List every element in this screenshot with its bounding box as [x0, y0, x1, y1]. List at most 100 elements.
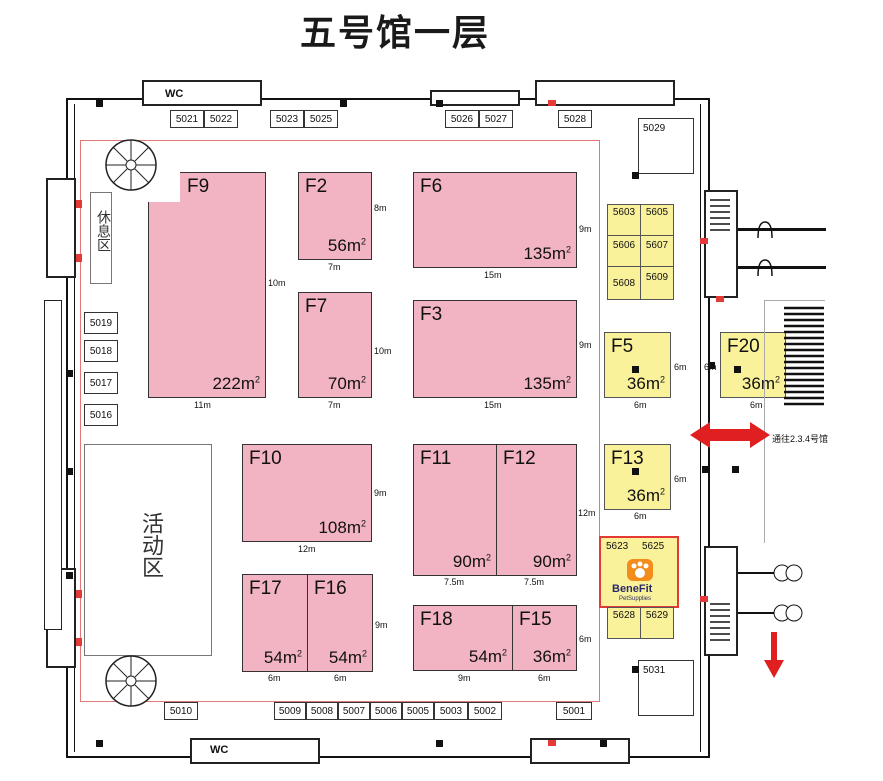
- booth-F2[interactable]: F2 56m2: [298, 172, 372, 260]
- booth-5009[interactable]: 5009: [274, 702, 306, 720]
- fire-marker: [76, 638, 82, 646]
- outer-wall-bottom: [66, 756, 710, 758]
- booth-F7[interactable]: F7 70m2: [298, 292, 372, 398]
- booth-F13[interactable]: F13 36m2: [604, 444, 671, 510]
- escalator-icon: [710, 603, 730, 641]
- booth-F16[interactable]: F16 54m2: [307, 574, 373, 672]
- booth-5017[interactable]: 5017: [84, 372, 118, 394]
- pillar: [734, 366, 741, 373]
- booth-5027[interactable]: 5027: [479, 110, 513, 128]
- booth-5002[interactable]: 5002: [468, 702, 502, 720]
- booth-F15-area: 36m2: [532, 647, 571, 666]
- booth-5019[interactable]: 5019: [84, 312, 118, 334]
- rest-area[interactable]: [90, 192, 112, 284]
- booth-F7-name: F7: [305, 296, 328, 317]
- escalator-icon: [710, 199, 730, 231]
- booth-5609[interactable]: 5609: [640, 266, 674, 300]
- booth-5007[interactable]: 5007: [338, 702, 370, 720]
- booth-5008[interactable]: 5008: [306, 702, 338, 720]
- activity-area[interactable]: [84, 444, 212, 656]
- booth-F17-width: 6m: [268, 673, 281, 683]
- booth-F11-area: 90m2: [452, 552, 491, 571]
- booth-F10-width: 12m: [298, 544, 316, 554]
- connector-corridor: [764, 300, 825, 543]
- booth-5026[interactable]: 5026: [445, 110, 479, 128]
- door-icon: [757, 259, 773, 277]
- booth-F5-height: 6m: [674, 362, 687, 372]
- booth-F5-area: 36m2: [626, 374, 665, 393]
- booth-5010[interactable]: 5010: [164, 702, 198, 720]
- booth-F9-name: F9: [187, 176, 210, 197]
- pillar: [66, 370, 73, 377]
- booth-F9-area: 222m2: [212, 374, 260, 393]
- booth-F3-area: 135m2: [523, 374, 571, 393]
- booth-5018[interactable]: 5018: [84, 340, 118, 362]
- booth-5028[interactable]: 5028: [558, 110, 592, 128]
- booth-F9-height: 10m: [268, 278, 286, 288]
- wc-bottom-block: [190, 738, 320, 764]
- pillar: [632, 366, 639, 373]
- booth-5016[interactable]: 5016: [84, 404, 118, 426]
- booth-5623: 5623: [606, 541, 629, 552]
- outer-wall-top: [66, 98, 710, 100]
- booth-5006[interactable]: 5006: [370, 702, 402, 720]
- booth-F12[interactable]: F12 90m2: [496, 444, 577, 576]
- booth-5029-label: 5029: [643, 123, 666, 134]
- booth-5629[interactable]: 5629: [640, 607, 674, 639]
- activity-area-label: 活动区: [138, 512, 163, 578]
- booth-5628[interactable]: 5628: [607, 607, 641, 639]
- booth-5001[interactable]: 5001: [556, 702, 592, 720]
- pillar: [600, 740, 607, 747]
- exterior-line-3: [738, 572, 778, 574]
- booth-5606[interactable]: 5606: [607, 235, 641, 267]
- booth-F6[interactable]: F6 135m2: [413, 172, 577, 268]
- booth-5031-label: 5031: [643, 665, 666, 676]
- booth-5603[interactable]: 5603: [607, 204, 641, 236]
- pillar: [702, 466, 709, 473]
- booth-F16-area: 54m2: [328, 648, 367, 667]
- booth-F16-name: F16: [314, 578, 347, 599]
- booth-5003[interactable]: 5003: [434, 702, 468, 720]
- booth-F20[interactable]: F20 36m2: [720, 332, 786, 398]
- top-right-block: [535, 80, 675, 106]
- booth-F7-height: 10m: [374, 346, 392, 356]
- pillar: [96, 740, 103, 747]
- wc-top-block: [142, 80, 262, 106]
- booth-F15[interactable]: F15 36m2: [512, 605, 577, 671]
- booth-5021[interactable]: 5021: [170, 110, 204, 128]
- booth-F13-height: 6m: [674, 474, 687, 484]
- right-stair-block-upper: [704, 190, 738, 298]
- booth-5005[interactable]: 5005: [402, 702, 434, 720]
- booth-5025[interactable]: 5025: [304, 110, 338, 128]
- booth-F12-area: 90m2: [532, 552, 571, 571]
- booth-5607[interactable]: 5607: [640, 235, 674, 267]
- booth-F18-name: F18: [420, 609, 453, 630]
- booth-5605[interactable]: 5605: [640, 204, 674, 236]
- booth-5608[interactable]: 5608: [607, 266, 641, 300]
- booth-5022[interactable]: 5022: [204, 110, 238, 128]
- booth-5029[interactable]: 5029: [638, 118, 694, 174]
- booth-F18-area: 54m2: [468, 647, 507, 666]
- inner-wall-left: [74, 104, 75, 752]
- booth-F5-width: 6m: [634, 400, 647, 410]
- booth-F18[interactable]: F18 54m2: [413, 605, 513, 671]
- booth-5023[interactable]: 5023: [270, 110, 304, 128]
- booth-F3-height: 9m: [579, 340, 592, 350]
- door-icon: [773, 604, 803, 622]
- booth-F11-width: 7.5m: [444, 577, 465, 587]
- booth-F17[interactable]: F17 54m2: [242, 574, 308, 672]
- booth-F10[interactable]: F10 108m2: [242, 444, 372, 542]
- fire-marker: [700, 238, 708, 244]
- booth-F3[interactable]: F3 135m2: [413, 300, 577, 398]
- top-mid-block: [430, 90, 520, 106]
- exterior-line-2: [738, 266, 826, 269]
- booth-F5[interactable]: F5 36m2: [604, 332, 671, 398]
- booth-5031[interactable]: 5031: [638, 660, 694, 716]
- booth-F13-width: 6m: [634, 511, 647, 521]
- benefit-logo-sub: PetSupplies: [619, 596, 652, 602]
- left-corridor: [44, 300, 62, 630]
- booth-F9[interactable]: F9 222m2: [148, 172, 266, 398]
- booth-F9-width: 11m: [194, 400, 211, 410]
- booth-F7-width: 7m: [328, 400, 341, 410]
- booth-F11[interactable]: F11 90m2: [413, 444, 497, 576]
